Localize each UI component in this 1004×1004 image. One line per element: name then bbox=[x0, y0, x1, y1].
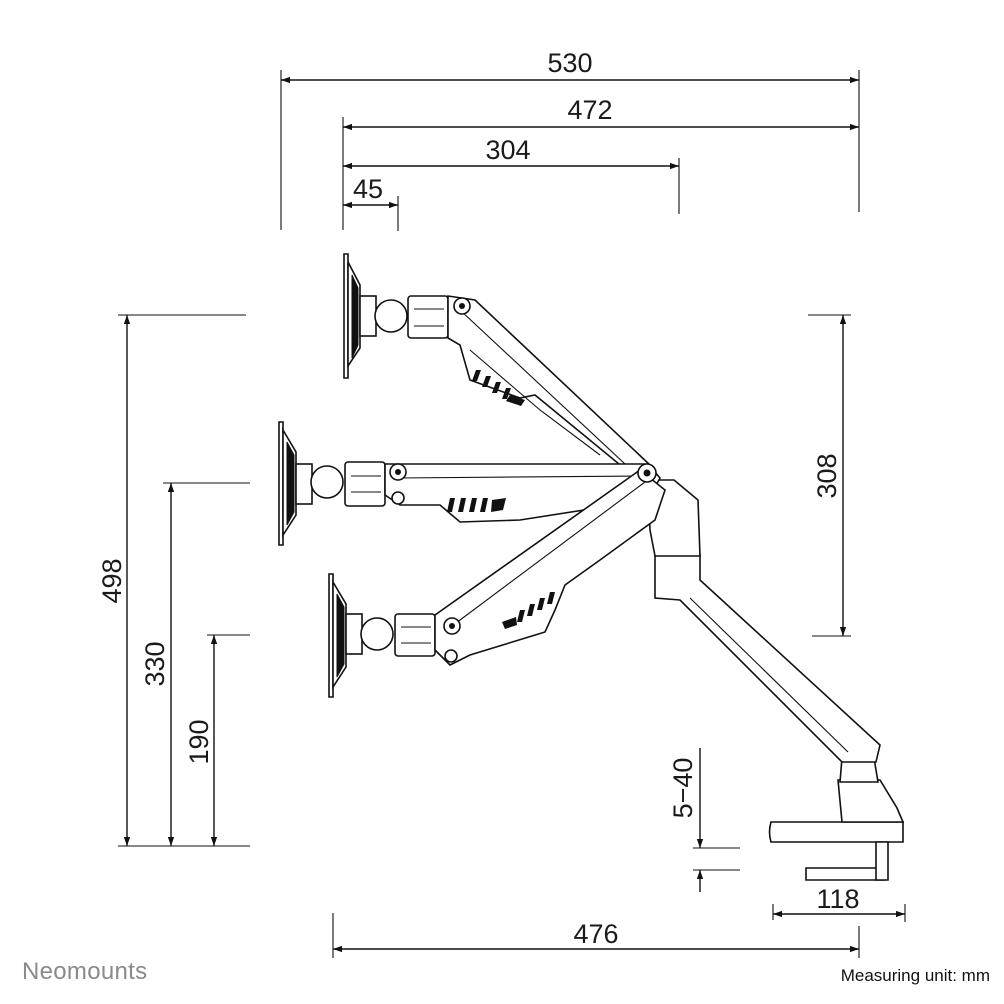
dim-5-40-label: 5−40 bbox=[668, 758, 698, 819]
dim-118-label: 118 bbox=[816, 884, 859, 914]
dim-5-40: 5−40 bbox=[668, 748, 740, 892]
dim-304: 304 bbox=[343, 135, 680, 214]
dim-308-label: 308 bbox=[812, 453, 842, 498]
dim-498: 498 bbox=[97, 314, 250, 847]
central-pivot bbox=[637, 463, 657, 483]
dim-472: 472 bbox=[342, 95, 859, 230]
vesa-plate-bottom bbox=[328, 573, 436, 698]
brand-logo: Neomounts bbox=[22, 958, 148, 985]
dim-118: 118 bbox=[772, 884, 906, 922]
dim-190-label: 190 bbox=[184, 719, 214, 764]
dim-476: 476 bbox=[332, 913, 860, 958]
measuring-unit-note: Measuring unit: mm bbox=[840, 966, 990, 985]
dim-304-label: 304 bbox=[485, 135, 530, 165]
dim-472-label: 472 bbox=[567, 95, 612, 125]
dim-330: 330 bbox=[140, 482, 250, 846]
upper-arm-bottom bbox=[434, 468, 666, 666]
vesa-plate-middle bbox=[278, 421, 386, 546]
dim-308: 308 bbox=[808, 314, 851, 637]
desk-clamp bbox=[768, 757, 905, 881]
dim-530-label: 530 bbox=[547, 48, 592, 78]
dim-530: 530 bbox=[280, 48, 860, 230]
dim-498-label: 498 bbox=[97, 558, 127, 603]
dim-45-label: 45 bbox=[353, 174, 383, 204]
dim-190: 190 bbox=[184, 634, 250, 846]
dim-330-label: 330 bbox=[140, 641, 170, 686]
pole-arm bbox=[647, 479, 881, 763]
dim-45: 45 bbox=[343, 174, 399, 231]
dim-476-label: 476 bbox=[573, 919, 618, 949]
vesa-plate-top bbox=[343, 253, 449, 379]
upper-arm-top bbox=[447, 295, 652, 480]
